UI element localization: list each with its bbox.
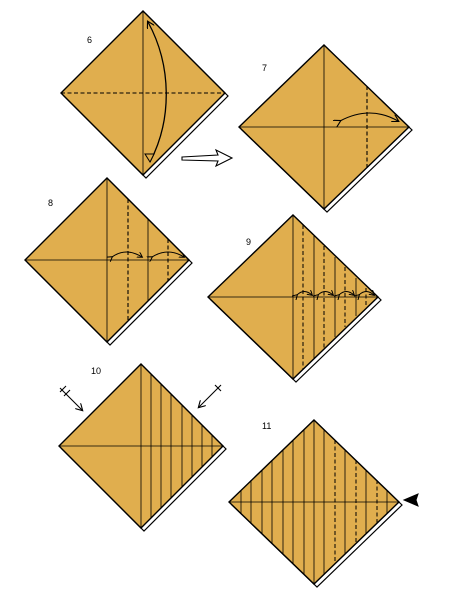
- fold-arrow-base: [144, 153, 155, 164]
- arrow-tick: [214, 384, 222, 392]
- step-number: 7: [262, 63, 267, 73]
- step-number: 8: [48, 198, 53, 208]
- fold-arrow-horizontal: [112, 251, 142, 257]
- step-8: 8: [24, 177, 193, 346]
- fold-arrow-small: [339, 292, 354, 296]
- step-number: 10: [91, 366, 101, 376]
- unfold-arrow-left: [59, 387, 82, 410]
- step-10: 10: [58, 363, 227, 532]
- fold-arrow-small: [359, 292, 374, 296]
- step-number: 9: [246, 237, 251, 247]
- fold-arrow-horizontal: [152, 251, 184, 257]
- unfold-arrow-right: [199, 384, 222, 407]
- arrow-tick: [63, 389, 71, 397]
- fold-arrow-horizontal: [340, 112, 398, 121]
- fold-arrow-small: [297, 292, 312, 296]
- arrow-tick: [59, 385, 67, 393]
- step-9: 9: [206, 214, 382, 383]
- valley-fold-arrow-vertical: [148, 22, 167, 163]
- turn-over-marker: [402, 493, 419, 507]
- step-7: 7: [237, 44, 413, 213]
- step-number: 11: [262, 421, 271, 431]
- step-11: 11: [227, 419, 419, 588]
- step-number: 6: [87, 35, 92, 45]
- step-6: 6: [60, 10, 229, 179]
- next-step-arrow: [181, 148, 234, 168]
- fold-arrow-small: [318, 292, 333, 296]
